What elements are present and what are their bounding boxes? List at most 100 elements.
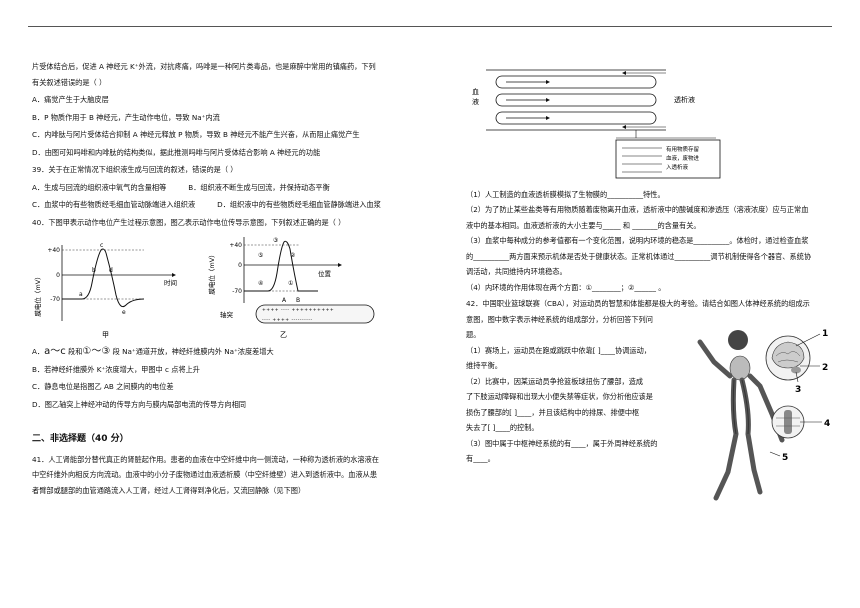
fig-head — [729, 355, 751, 381]
q39-option-a: A．生成与回流的组织液中氧气的含量相等 — [32, 182, 167, 192]
fig-rev-head-2 — [622, 125, 626, 129]
q42-line2: 意图，图中数字表示神经系统的组成部分，分析回答下列问 — [466, 314, 653, 324]
q42-sub1b: 维持平衡。 — [466, 361, 502, 370]
q40-a-mid: 段和 — [65, 347, 83, 356]
fig-yi-curve — [244, 240, 318, 292]
q40-figures: 膜电位（mV） +40 0 -70 a b c d e 时间 甲 膜电位（mV） — [32, 233, 410, 341]
fig-box-text-2: 血液，废物进 — [666, 154, 700, 162]
q42-sub3b: 有____。 — [466, 454, 495, 463]
q41-line3: 者臂部或腿部的血管通路流入人工肾，经过人工肾得到净化后，又流回静脉（见下图） — [32, 485, 306, 495]
fig-yi-tick-bottom: -70 — [232, 288, 242, 295]
fig-num-3: 3 — [795, 385, 801, 395]
fig-jia-caption: 甲 — [102, 331, 109, 339]
q39-stem: 39．关于在正常情况下组织液生成与回流的叙述，错误的是（ ） — [32, 165, 238, 174]
fig-pointer-1 — [795, 333, 821, 347]
q40-option-c: C．静息电位是指图乙 AB 之间膜内的电位差 — [32, 382, 174, 391]
q42-sub2b: 了下肢运动障碍和出现大小便失禁等症状，你分析他应该是 — [466, 392, 653, 401]
q39-option-d: D．组织液中的有些物质经毛细血管静脉端进入血浆 — [217, 200, 381, 209]
fig-jia-curve — [62, 248, 145, 308]
q41-sub2b: 液中的基本相同。血液透析液的大小主要与_____ 和 _______的含量有关。 — [466, 220, 701, 230]
fig-jia-ylabel: 膜电位（mV） — [34, 273, 42, 316]
fig-pointer-3 — [795, 371, 799, 383]
figure-yi: 膜电位（mV） +40 0 -70 ⑤ ② ① ④ ③ 位置 A B ++++ … — [207, 237, 375, 339]
fig-num-4: 4 — [824, 419, 830, 429]
fig-yi-caption: 乙 — [280, 331, 287, 339]
q40-a-post: 段 Na⁺通道开放，神经纤维膜内外 Na⁺浓度差增大 — [110, 347, 274, 356]
q42-sub2d: 失去了[ ]____的控制。 — [466, 423, 539, 432]
q40-option-a: A．a～c 段和①～③ 段 Na⁺通道开放，神经纤维膜内外 Na⁺浓度差增大 — [32, 346, 410, 358]
q38-option-b: B．P 物质作用于 B 神经元，产生动作电位，导致 Na⁺内流 — [32, 112, 220, 122]
fig-jia-label-e: e — [122, 309, 126, 316]
fig-rev-head-1 — [622, 71, 626, 75]
q42-sub2c: 损伤了腰部的[ ]____，并且该结构中的排尿、排便中枢 — [466, 407, 640, 417]
fig-box-text-1: 有用物质存留 — [666, 145, 700, 153]
nervous-system-figure: 1 2 3 4 5 — [697, 329, 830, 501]
fig-body — [697, 339, 785, 501]
right-column: 血 液 透析液 有用物质存留 血液，废物进 入透析液 （1）人工制造 — [466, 54, 838, 470]
fig-yi-tick-top: +40 — [229, 242, 242, 249]
dialysis-figure: 血 液 透析液 有用物质存留 血液，废物进 入透析液 — [472, 69, 721, 179]
fig-yi-label-3: ① — [288, 280, 293, 287]
q41-sub1: （1）人工制造的血液透析膜模拟了生物膜的__________特性。 — [466, 189, 665, 199]
q39-options-cd: C．血浆中的有些物质经毛细血管动脉端进入组织液 D．组织液中的有些物质经毛细血管静… — [32, 200, 410, 211]
q39-option-c: C．血浆中的有些物质经毛细血管动脉端进入组织液 — [32, 200, 196, 209]
fig-yi-charges-top: ++++ ---- ++++++++++ — [262, 307, 334, 313]
fig-zoom-box — [615, 139, 721, 179]
fig-jia-x-arrow — [172, 273, 176, 277]
fig-spine — [732, 379, 749, 435]
q38-option-d: D．由图可知吗啡和内啡肽的结构类似，据此推测吗啡与阿片受体结合影响 A 神经元的… — [32, 147, 321, 157]
fig-jia-xlabel: 时间 — [164, 278, 177, 287]
fig-yi-axon — [255, 304, 375, 324]
fig-arrowhead-1 — [546, 80, 550, 84]
fig-yi-axon-label: 轴突 — [220, 310, 234, 319]
fig-jia-label-b: b — [92, 267, 96, 274]
header-rule — [28, 26, 832, 27]
fig-yi-x-arrow — [338, 263, 342, 267]
fig-cerebellum — [791, 366, 801, 374]
q40-a-range2: ①～③ — [82, 346, 111, 357]
q42-line3: 题。 — [466, 330, 481, 339]
fig-yi-label-B: B — [296, 297, 300, 304]
fig-tube-2 — [495, 93, 657, 107]
fig-yi-label-5: ③ — [273, 237, 278, 244]
q38-option-c: C．内啡肽与阿片受体结合抑制 A 神经元释放 P 物质，导致 B 神经元不能产生… — [32, 130, 360, 139]
q40-option-b: B．若神经纤维膜外 K⁺浓度增大，甲图中 c 点将上升 — [32, 364, 200, 374]
q41-sub3b: 的__________两方面来预示机体是否处于健康状态。正常机体通过______… — [466, 251, 812, 261]
left-column: 片受体结合后，促进 A 神经元 K⁺外流，对抗疼痛，吗啡是一种阿片类毒品，也是麻… — [32, 62, 410, 501]
figure-jia: 膜电位（mV） +40 0 -70 a b c d e 时间 甲 — [34, 242, 177, 339]
q39-options-ab: A．生成与回流的组织液中氧气的含量相等 B．组织液不断生成与回流，并保持动态平衡 — [32, 183, 410, 194]
q42-line1: 42．中国职业篮球联赛（CBA），对运动员的智慧和体能都是极大的考验。请结合如图… — [466, 299, 810, 308]
fig-yi-label-A: A — [282, 297, 287, 304]
q39-option-b: B．组织液不断生成与回流，并保持动态平衡 — [188, 182, 330, 192]
fig-arrowhead-2 — [546, 98, 550, 102]
fig-spinal-cord — [784, 410, 792, 434]
fig-dialysate-label: 透析液 — [674, 95, 695, 104]
fig-num-1: 1 — [822, 329, 828, 339]
q38-option-a: A．痛觉产生于大脑皮层 — [32, 95, 109, 104]
fig-ball — [728, 330, 748, 350]
q41-sub4: （4）内环境的作用体现在两个方面：①________；②______ 。 — [466, 282, 666, 292]
q41-sub2a: （2）为了防止某些盐类等有用物质随着废物离开血液，透析液中的酸碱度和渗透压（溶液… — [466, 205, 809, 214]
fig-num-2: 2 — [822, 363, 828, 373]
q38-line2: 有关叙述错误的是（ ） — [32, 77, 107, 87]
q40-stem: 40．下图甲表示动作电位产生过程示意图，图乙表示动作电位传导示意图，下列叙述正确… — [32, 217, 346, 227]
fig-yi-label-2: ② — [290, 252, 296, 259]
q42-sub2a: （2）比赛中，因某运动员争抢篮板球扭伤了腰部，造成 — [466, 376, 644, 386]
fig-yi-label-4: ④ — [258, 280, 263, 287]
fig-yi-xlabel: 位置 — [318, 269, 332, 278]
fig-jia-label-a: a — [79, 291, 83, 298]
fig-arrowhead-3 — [546, 116, 550, 120]
q40-option-d: D．图乙轴突上神经冲动的传导方向与膜内局部电流的传导方向相同 — [32, 399, 246, 409]
q41-sub3c: 调活动，共同维持内环境稳态。 — [466, 267, 567, 276]
fig-box-text-3: 入透析液 — [666, 163, 689, 171]
q40-a-pre: A． — [32, 347, 45, 356]
fig-yi-tick-zero: 0 — [238, 262, 242, 269]
fig-tube-3 — [495, 111, 657, 125]
q41-line2: 中空纤维外向相反方向流动。血液中的小分子废物通过血液透析膜（中空纤维壁）进入到透… — [32, 470, 378, 479]
q38-line1: 片受体结合后，促进 A 神经元 K⁺外流，对抗疼痛，吗啡是一种阿片类毒品，也是麻… — [32, 62, 376, 71]
q42-sub1a: （1）赛场上，运动员在跑或跳跃中依靠[ ]____协调运动， — [466, 345, 651, 355]
q41-line1: 41．人工肾能部分替代真正的肾脏起作用。患者的血液在中空纤维中向一侧流动，一种称… — [32, 454, 379, 464]
fig-yi-label-1: ⑤ — [258, 252, 263, 259]
q40-a-range1: a～c — [44, 346, 66, 357]
fig-jia-tick-top: +40 — [47, 247, 60, 254]
